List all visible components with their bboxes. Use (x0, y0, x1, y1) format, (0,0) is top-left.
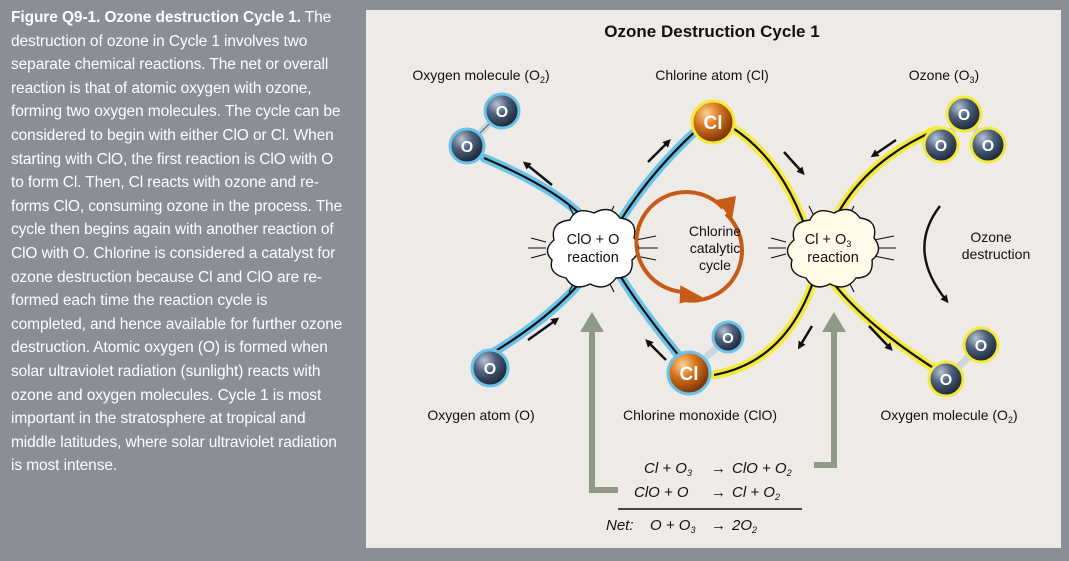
ozone-destruction-note: Ozone destruction (923, 205, 1030, 304)
eq2-lhs: ClO + O (634, 484, 689, 501)
arrow-from-o (527, 317, 560, 342)
arrow-to-o2 (522, 161, 553, 186)
label-oxygen-molecule-top: Oxygen molecule (O2) (412, 67, 549, 85)
o2-top-atom-b: O (461, 139, 473, 156)
eq1-lhs: Cl + O (644, 460, 687, 477)
caption-body: The destruction of ozone in Cycle 1 invo… (11, 9, 343, 475)
label-chlorine-monoxide: Chlorine monoxide (ClO) (623, 407, 777, 423)
o2-bottom-atom-a: O (975, 338, 987, 355)
ozone-note-line1: Ozone (970, 229, 1011, 245)
label-o2-top-text: Oxygen molecule (O (412, 67, 540, 83)
label-oxygen-molecule-bottom: Oxygen molecule (O2) (880, 407, 1017, 425)
net-arrow: → (711, 517, 726, 534)
caption-title: Figure Q9-1. Ozone destruction Cycle 1. (11, 9, 301, 26)
net-label: Net: (606, 517, 634, 534)
eq2-arrow: → (711, 484, 726, 501)
figure-caption: Figure Q9-1. Ozone destruction Cycle 1. … (11, 6, 346, 478)
oxygen-atom: O (470, 348, 510, 388)
clo-o-reaction-line2: reaction (567, 250, 619, 266)
equations: Cl + O3 → ClO + O2 ClO + O → Cl + O2 Net… (606, 460, 802, 537)
equation-net: Net: O + O3 → 2O2 (606, 517, 757, 537)
net-lhs: O + O (650, 517, 691, 534)
o3-atom-b: O (935, 138, 947, 155)
cl-o3-reaction: Cl + O3 reaction (768, 205, 896, 293)
o2-top-atom-a: O (496, 104, 508, 121)
diagram-panel: Ozone Destruction Cycle 1 (366, 10, 1061, 548)
eq1-lhs-sub: 3 (687, 468, 692, 478)
label-oxygen-atom: Oxygen atom (O) (427, 407, 534, 423)
oxygen-molecule-top: O O (448, 92, 521, 165)
label-o2-top-sub: 2 (540, 75, 545, 85)
arrow-from-clo (645, 339, 667, 361)
label-o2-bottom-text: Oxygen molecule (O (880, 407, 1008, 423)
caption-panel: Figure Q9-1. Ozone destruction Cycle 1. … (0, 0, 356, 561)
diagram-title: Ozone Destruction Cycle 1 (604, 22, 819, 41)
arrow-cl-in (783, 151, 805, 175)
net-rhs-sub: 2 (751, 525, 757, 535)
label-o2-bottom-sub: 2 (1008, 415, 1013, 425)
label-ozone-close: ) (975, 67, 980, 83)
ozone-molecule: O O O (922, 95, 1007, 164)
cl-atom-text: Cl (704, 113, 723, 134)
label-ozone: Ozone (O3) (909, 67, 979, 85)
clo-o-reaction-line1: ClO + O (567, 232, 620, 248)
label-ozone-sub: 3 (970, 75, 975, 85)
cl-o3-text: Cl + O (805, 232, 847, 248)
o2-bottom-atom-b: O (940, 372, 952, 389)
eq1-arrow: → (711, 460, 726, 477)
chlorine-monoxide: O Cl (666, 320, 745, 396)
arrow-to-clo (797, 325, 814, 350)
net-rhs: 2O (731, 517, 752, 534)
ozone-cycle-diagram: Ozone Destruction Cycle 1 (412, 22, 1030, 537)
clo-o-atom: O (722, 330, 734, 347)
o3-atom-a: O (958, 107, 970, 124)
clo-cl-atom: Cl (680, 364, 699, 385)
cl-o3-reaction-line1: Cl + O3 (805, 232, 852, 249)
ozone-note-line2: destruction (962, 246, 1030, 262)
equation-2: ClO + O → Cl + O2 (634, 484, 780, 502)
arrow-o3-in (870, 138, 897, 158)
eq2-rhs-sub: 2 (774, 492, 780, 502)
catalytic-line2: catalytic (690, 240, 741, 256)
chlorine-atom: Cl (690, 99, 736, 145)
catalytic-cycle: Chlorine catalytic cycle (634, 190, 744, 304)
o3-atom-c: O (982, 138, 994, 155)
label-o2-top-close: ) (545, 67, 550, 83)
clo-o-reaction: ClO + O reaction (528, 205, 658, 293)
arrow-to-o2-right (868, 325, 893, 351)
oxygen-molecule-bottom: O O (927, 326, 1000, 398)
equation-1: Cl + O3 → ClO + O2 (644, 460, 792, 480)
cl-o3-sub: 3 (846, 239, 851, 249)
catalytic-line3: cycle (699, 257, 731, 273)
eq2-rhs: Cl + O (732, 484, 775, 501)
net-lhs-sub: 3 (690, 525, 695, 535)
label-chlorine-atom: Chlorine atom (Cl) (655, 67, 769, 83)
arrow-to-cl (647, 139, 671, 163)
label-ozone-text: Ozone (O (909, 67, 970, 83)
catalytic-line1: Chlorine (689, 223, 741, 239)
cl-o3-reaction-line2: reaction (807, 250, 859, 266)
feedback-arrows (580, 312, 846, 493)
o-atom-text: O (484, 361, 496, 378)
eq1-rhs-sub: 2 (786, 468, 792, 478)
label-o2-bottom-close: ) (1013, 407, 1018, 423)
eq1-rhs: ClO + O (732, 460, 787, 477)
